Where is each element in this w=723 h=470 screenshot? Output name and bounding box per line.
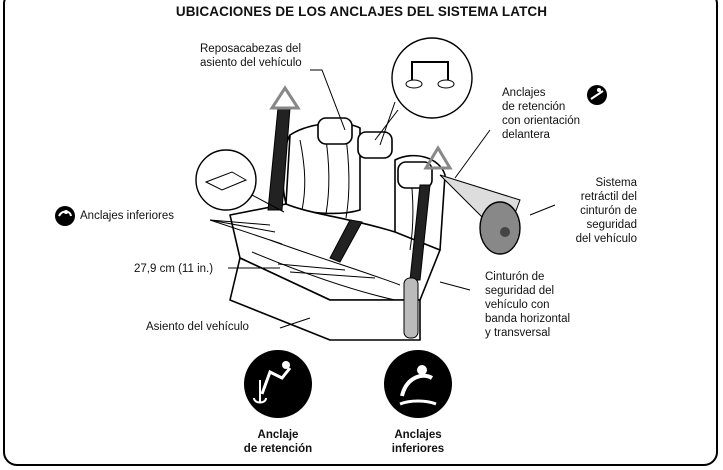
diagram-frame <box>3 0 718 466</box>
seat-label: Asiento del vehículo <box>146 321 249 333</box>
tether-anchor-icon <box>244 350 312 418</box>
lower-anchors-label: Anclajes inferiores <box>80 210 174 222</box>
lower-anchor-icon-small <box>55 206 75 226</box>
measurement-arrows <box>277 263 376 279</box>
vehicle-headrests <box>317 117 433 189</box>
magnifier-left <box>195 149 285 213</box>
diagram-title: UBICACIONES DE LOS ANCLAJES DEL SISTEMA … <box>175 4 548 19</box>
leader-lines <box>209 69 556 329</box>
tether-anchors-label: Anclajes de retención con orientación de… <box>502 87 580 141</box>
tether-anchor-icon-small <box>587 85 607 105</box>
seat-belt-label: Cinturón de seguridad del vehículo con b… <box>485 271 571 339</box>
magnifier-top <box>374 37 473 141</box>
belt-guides <box>269 85 453 170</box>
retractor-label: Sistema retráctil del cinturón de seguri… <box>575 177 637 245</box>
retractor <box>439 174 521 255</box>
seat-belts <box>267 107 431 339</box>
lower-anchor-icon <box>384 350 452 418</box>
measurement-label: 27,9 cm (11 in.) <box>134 263 214 275</box>
